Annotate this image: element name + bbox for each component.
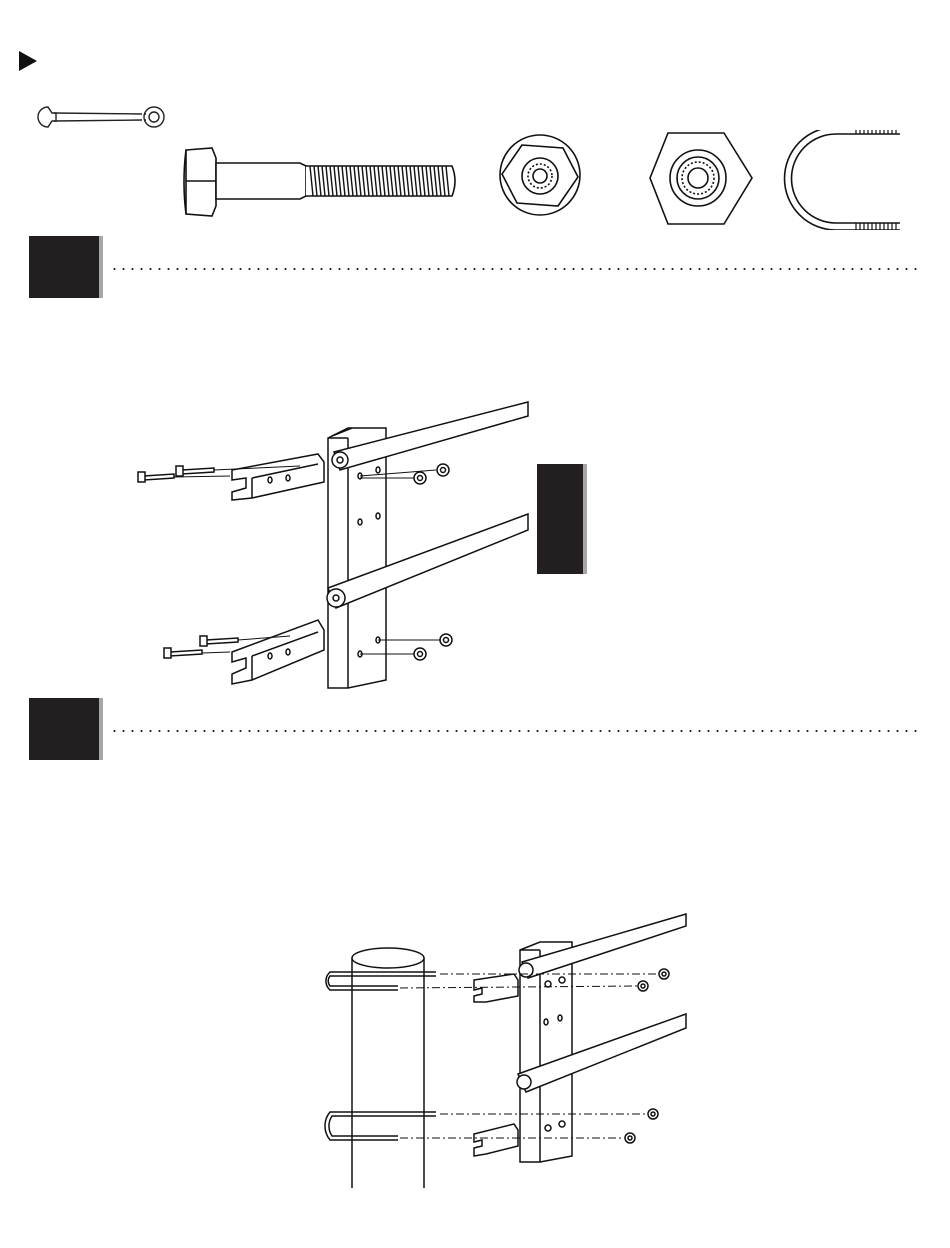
hex-nut-icon [650,133,752,224]
bracket-assembly-figure [120,392,540,692]
step-dotted-rule [110,730,918,732]
side-tab [537,464,583,574]
hardware-row [0,130,950,230]
hex-bolt-icon [184,148,455,216]
wrench-icon [34,104,166,130]
flange-nut-icon [500,135,580,215]
u-bolt-icon [785,130,901,230]
step-dotted-rule [110,268,918,270]
u-bolt-assembly-figure [290,905,690,1195]
step-number-block [29,236,99,298]
play-triangle-icon [18,50,38,72]
step-number-block [29,698,99,760]
